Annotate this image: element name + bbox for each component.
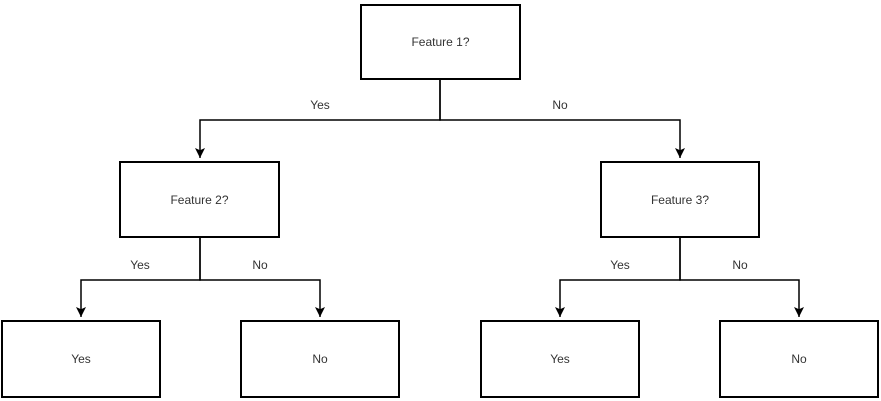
connector-root-to-feature3: [439, 80, 685, 158]
node-feature-3-label: Feature 3?: [650, 192, 710, 207]
node-leaf-yes-right: Yes: [480, 320, 640, 398]
node-leaf-yes-left-label: Yes: [71, 352, 91, 366]
node-feature-2: Feature 2?: [119, 161, 280, 238]
edge-label-root-yes: Yes: [308, 98, 332, 112]
edge-label-feature3-no: No: [730, 258, 750, 272]
node-leaf-yes-right-label: Yes: [550, 352, 570, 366]
connector-feature3-to-leaf-yes: [555, 238, 681, 317]
node-leaf-no-right-label: No: [791, 352, 807, 366]
node-leaf-yes-left: Yes: [1, 320, 161, 398]
edge-label-feature2-no: No: [250, 258, 270, 272]
node-feature-1-label: Feature 1?: [411, 35, 470, 49]
connector-feature3-to-leaf-no: [679, 238, 804, 317]
edge-label-root-no: No: [550, 98, 570, 112]
connector-root-to-feature2: [195, 80, 441, 158]
node-feature-1: Feature 1?: [360, 4, 521, 80]
node-leaf-no-left: No: [240, 320, 400, 398]
node-leaf-no-right: No: [719, 320, 879, 398]
node-feature-2-label: Feature 2?: [170, 192, 229, 207]
edge-label-feature2-yes: Yes: [128, 258, 152, 272]
node-feature-3: Feature 3?: [600, 161, 760, 238]
edge-label-feature3-yes: Yes: [608, 258, 632, 272]
node-leaf-no-left-label: No: [312, 352, 328, 366]
connector-feature2-to-leaf-yes: [76, 238, 201, 317]
connector-feature2-to-leaf-no: [199, 238, 325, 317]
